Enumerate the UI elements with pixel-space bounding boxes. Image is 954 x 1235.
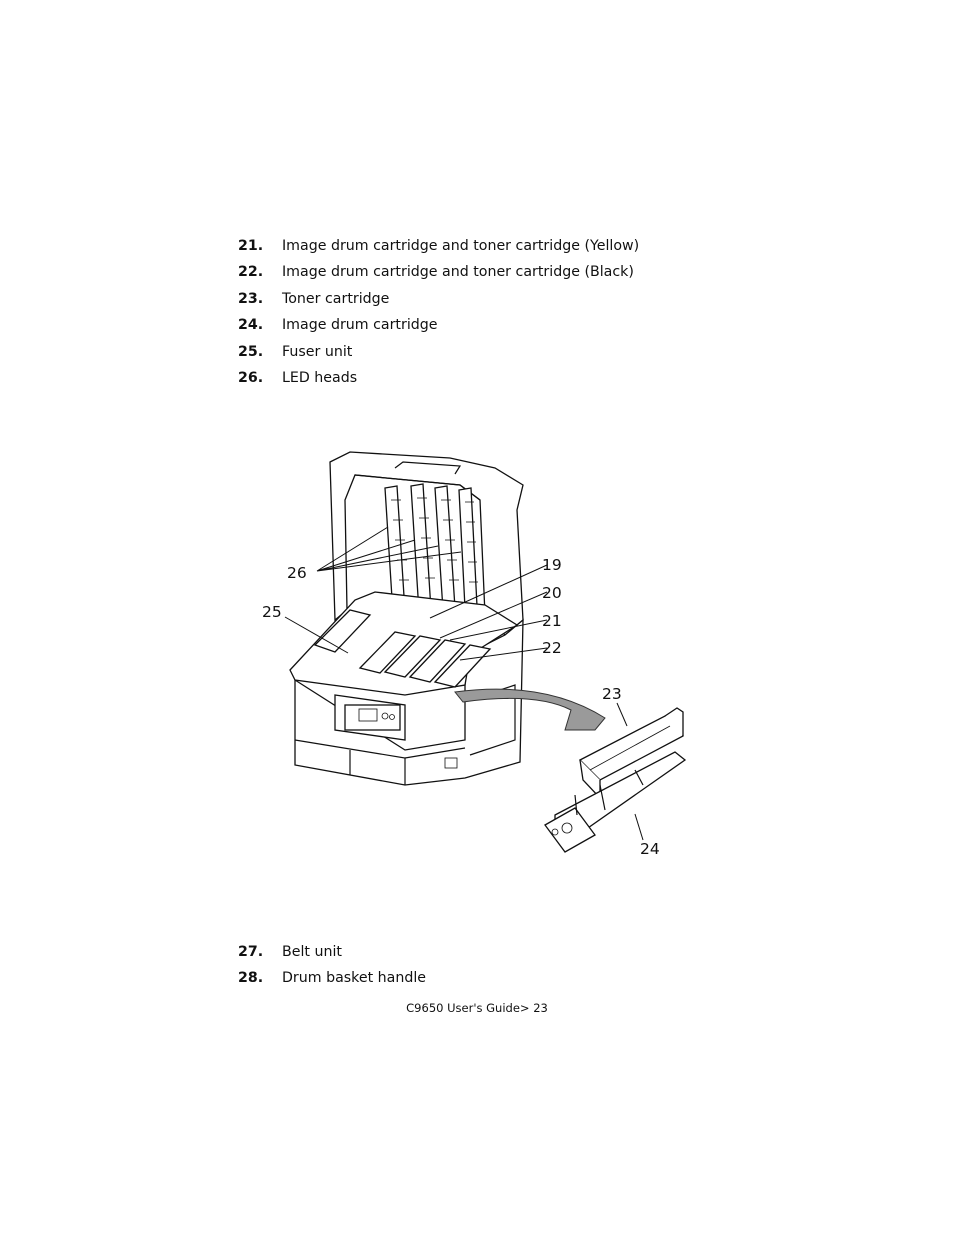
callout-26: 26 — [287, 564, 307, 582]
item-text: Drum basket handle — [282, 970, 427, 987]
item-text: Toner cartridge — [282, 290, 390, 307]
callout-19: 19 — [542, 556, 562, 574]
callout-24: 24 — [640, 840, 660, 858]
item-number: 24. — [238, 317, 264, 334]
item-text: Image drum cartridge and toner cartridge… — [282, 264, 634, 281]
item-text: Image drum cartridge — [282, 317, 438, 334]
removal-arrow — [454, 688, 606, 731]
item-number: 25. — [238, 343, 264, 360]
callout-22: 22 — [542, 639, 562, 657]
item-text: Belt unit — [282, 944, 342, 960]
leader-lines — [284, 526, 644, 841]
item-number: 27. — [238, 944, 264, 960]
drum-cartridge — [544, 707, 687, 853]
item-number: 21. — [238, 238, 264, 254]
item-text: LED heads — [282, 369, 358, 386]
item-text: Fuser unit — [282, 343, 353, 360]
page-footer: C9650 User's Guide> 23 — [406, 1001, 548, 1015]
callout-21: 21 — [542, 612, 562, 630]
callout-25: 25 — [262, 603, 282, 621]
item-number: 23. — [238, 290, 264, 307]
item-number: 28. — [238, 970, 264, 987]
printer-body — [289, 451, 524, 786]
item-number: 26. — [238, 369, 264, 386]
printer-illustration: 26 25 19 20 21 22 23 24 — [262, 451, 687, 858]
callout-23: 23 — [602, 685, 622, 703]
item-number: 22. — [238, 264, 264, 281]
item-text: Image drum cartridge and toner cartridge… — [282, 238, 640, 254]
callout-20: 20 — [542, 584, 562, 602]
